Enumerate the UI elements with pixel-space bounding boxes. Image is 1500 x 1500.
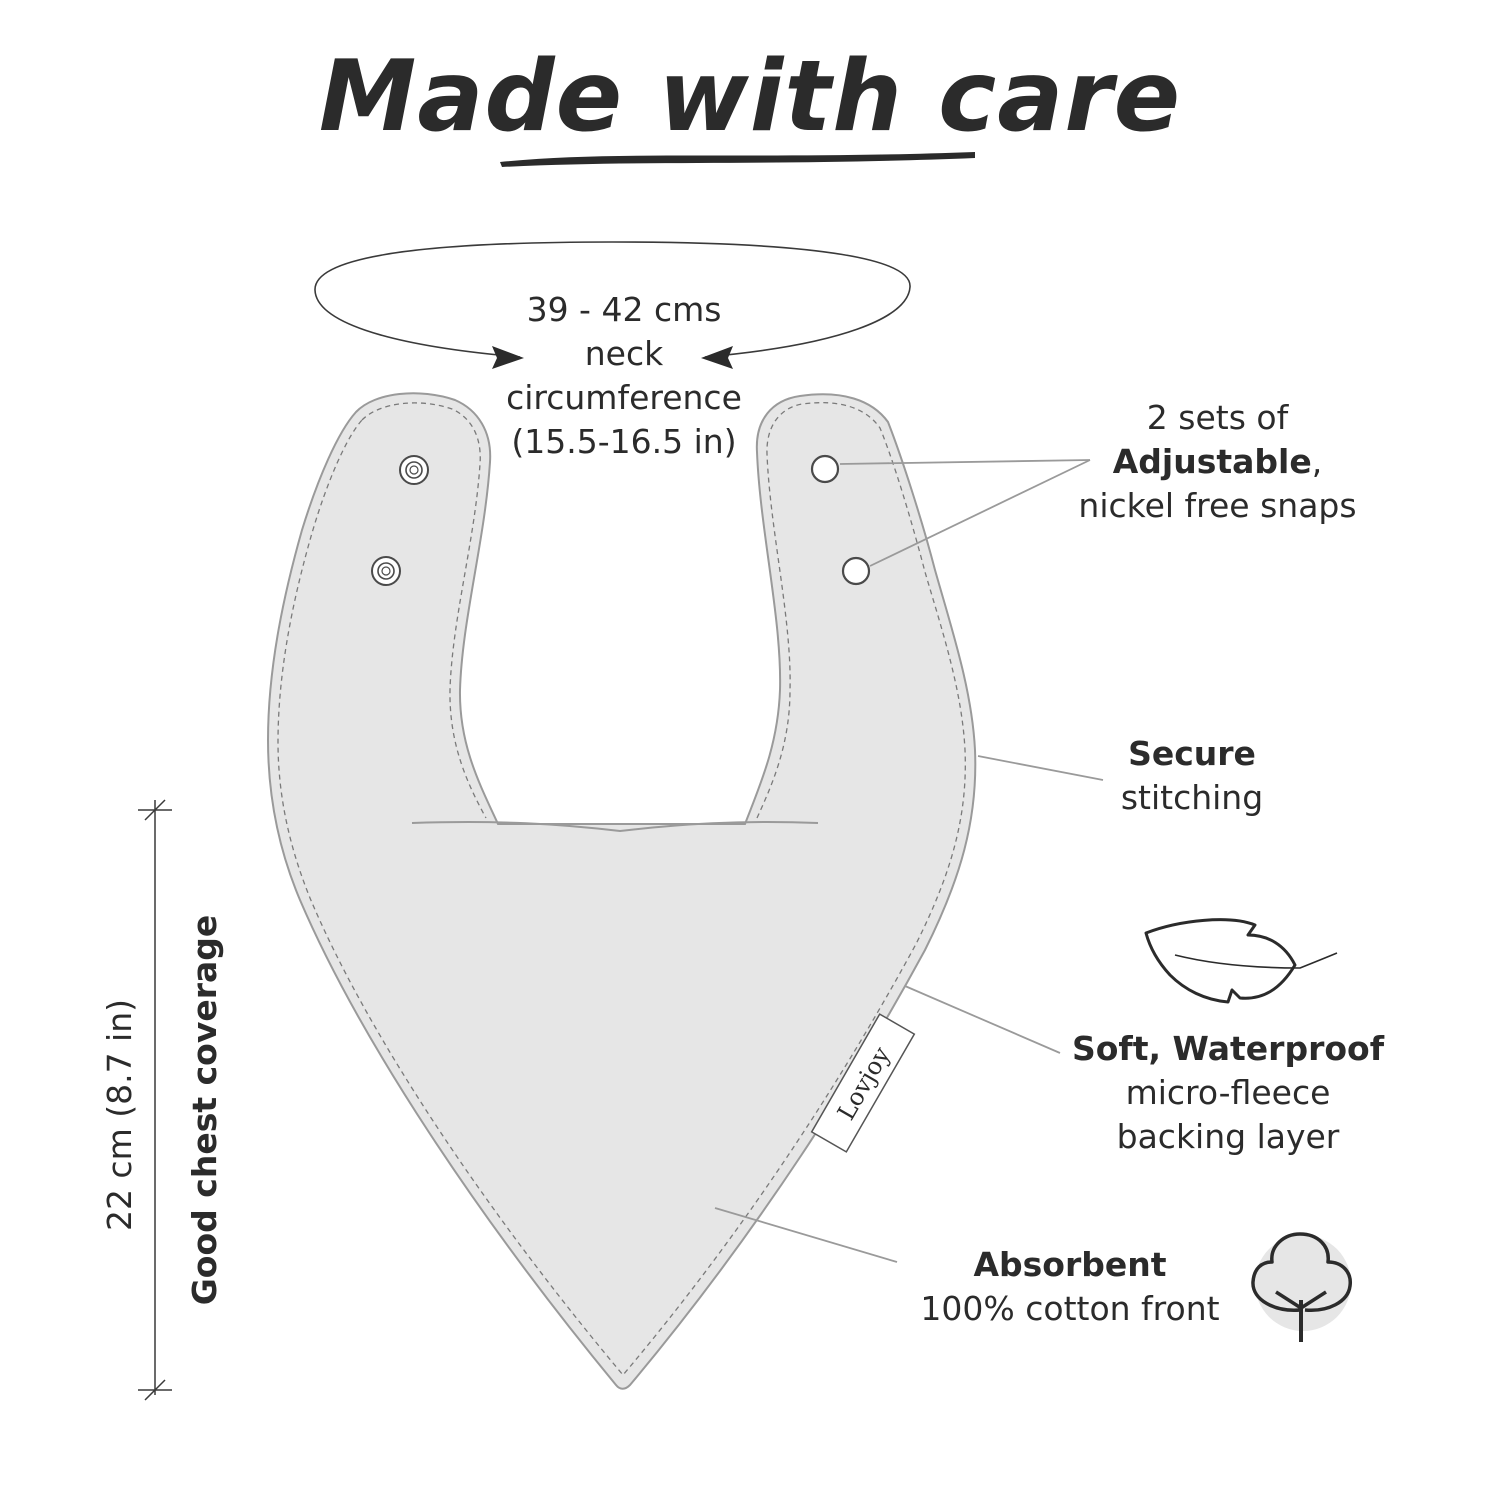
neck-arrow-right-icon <box>701 346 733 369</box>
front-label: Absorbent 100% cotton front <box>905 1243 1235 1331</box>
snap-icon <box>841 556 871 586</box>
backing-layer: backing layer <box>1116 1117 1340 1156</box>
backing-label: Soft, Waterproof micro-fleece backing la… <box>1068 1027 1388 1159</box>
leader-lines <box>714 459 1104 1263</box>
bib-fold-line <box>411 821 819 833</box>
snap-icon <box>371 556 401 586</box>
snaps-comma: , <box>1311 442 1323 481</box>
neck-arc <box>314 241 911 358</box>
bib-stitching <box>277 402 966 1377</box>
stitching-description: stitching <box>1120 778 1264 817</box>
front-description: 100% cotton front <box>920 1289 1220 1328</box>
neck-size: 39 - 42 cms <box>526 290 722 329</box>
backing-feature: Soft, Waterproof <box>1071 1029 1385 1068</box>
backing-material: micro-fleece <box>1125 1073 1331 1112</box>
snap-icon <box>399 455 429 485</box>
stitching-label: Secure stitching <box>1092 732 1292 820</box>
snaps-feature: Adjustable <box>1112 442 1312 481</box>
snaps-count: 2 sets of <box>1146 398 1289 437</box>
snap-icon <box>810 454 840 484</box>
neck-circumference: circumference <box>506 378 742 417</box>
neck-word: neck <box>584 334 664 373</box>
snaps-label: 2 sets of Adjustable, nickel free snaps <box>1040 396 1395 528</box>
front-feature: Absorbent <box>973 1245 1167 1284</box>
cotton-flower-icon <box>1251 1232 1352 1342</box>
coverage-size-label: 22 cm (8.7 in) <box>100 998 139 1232</box>
neck-size-inches: (15.5-16.5 in) <box>511 422 737 461</box>
snaps-description: nickel free snaps <box>1078 486 1357 525</box>
neck-arrow-left-icon <box>492 346 524 369</box>
stitching-feature: Secure <box>1128 734 1256 773</box>
title-underline <box>500 152 975 167</box>
coverage-dimension <box>138 799 172 1401</box>
leaf-icon <box>1144 918 1338 1004</box>
coverage-feature-label: Good chest coverage <box>185 914 224 1306</box>
neck-size-label: 39 - 42 cms neck circumference (15.5-16.… <box>474 288 774 464</box>
bib-shape <box>266 392 977 1390</box>
page-title: Made with care <box>318 40 1182 154</box>
